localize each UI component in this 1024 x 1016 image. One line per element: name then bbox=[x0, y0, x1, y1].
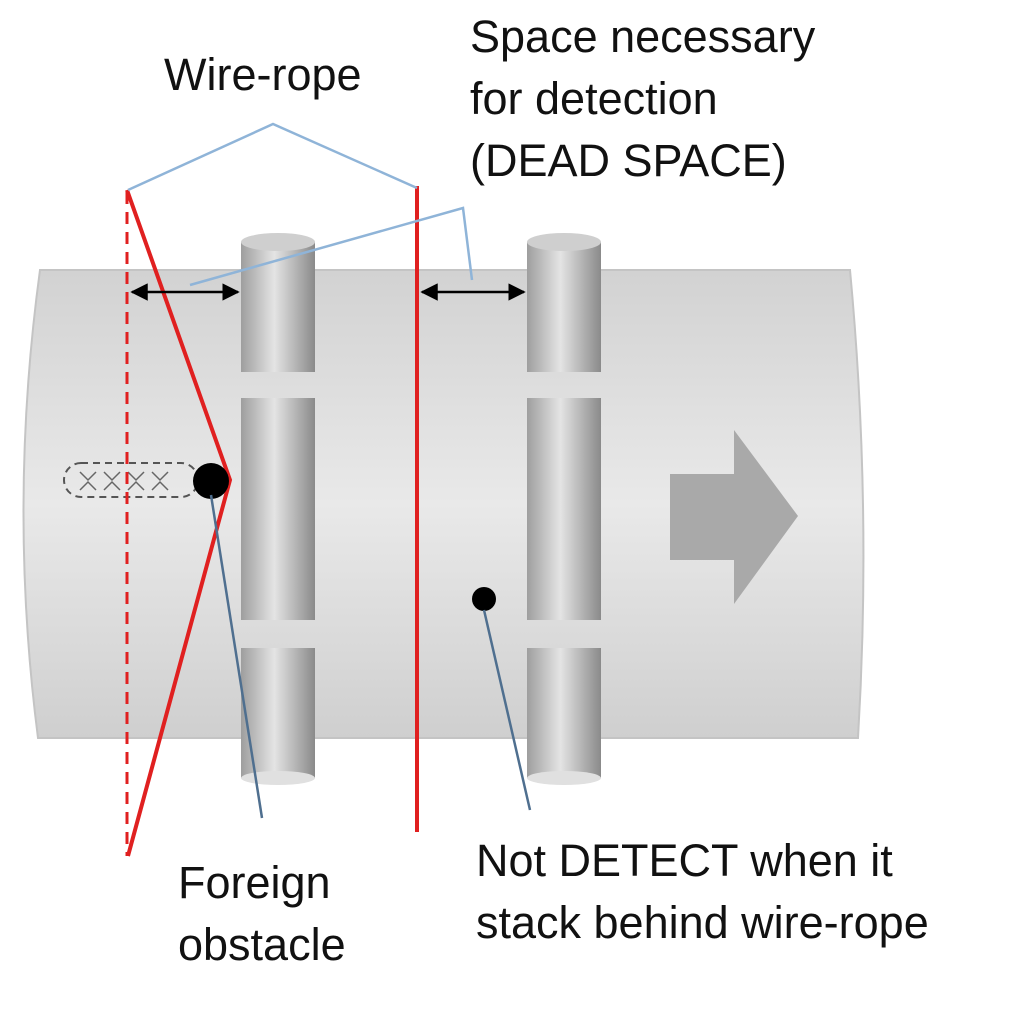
dead-space-label-line-2: for detection bbox=[470, 73, 718, 124]
foreign-obstacle-label-line-2: obstacle bbox=[178, 919, 346, 970]
post-left bbox=[241, 233, 315, 785]
dead-space-label-line-1: Space necessary bbox=[470, 11, 816, 62]
obstacle-trail-pattern bbox=[79, 471, 169, 491]
dead-space-label-line-3: (DEAD SPACE) bbox=[470, 135, 787, 186]
not-detect-label: Not DETECT when it stack behind wire-rop… bbox=[476, 830, 929, 954]
foreign-obstacle-label: Foreign obstacle bbox=[178, 852, 346, 976]
wire-rope-leader bbox=[127, 122, 418, 192]
wire-rope-label: Wire-rope bbox=[164, 44, 362, 106]
dead-space-leader bbox=[189, 206, 474, 287]
not-detect-label-line-1: Not DETECT when it bbox=[476, 835, 893, 886]
conveyor-belt bbox=[22, 269, 865, 739]
not-detect-pointer bbox=[482, 609, 532, 811]
foreign-obstacle-pointer bbox=[209, 494, 264, 819]
foreign-obstacle-hidden bbox=[472, 587, 496, 611]
wire-rope-label-text: Wire-rope bbox=[164, 49, 362, 100]
foreign-obstacle-detected bbox=[193, 463, 229, 499]
not-detect-label-line-2: stack behind wire-rope bbox=[476, 897, 929, 948]
dead-space-label: Space necessary for detection (DEAD SPAC… bbox=[470, 6, 815, 192]
right-arrow-icon bbox=[670, 430, 798, 604]
post-right bbox=[527, 233, 601, 785]
foreign-obstacle-label-line-1: Foreign bbox=[178, 857, 331, 908]
